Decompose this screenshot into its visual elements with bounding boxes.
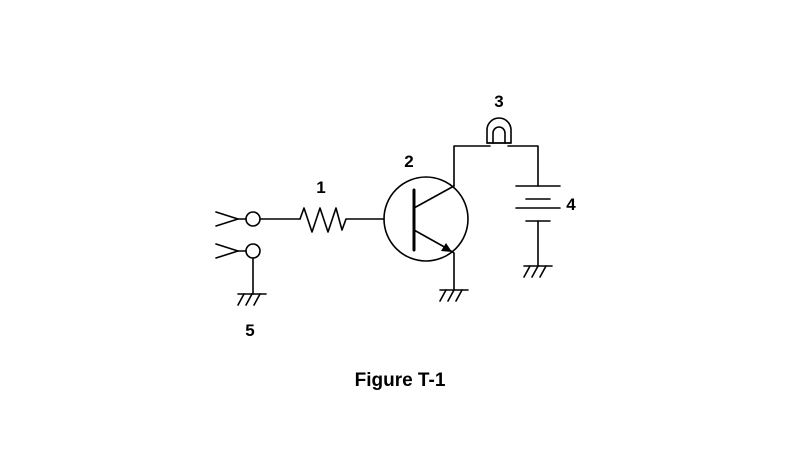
input-arrow-top-icon <box>215 211 239 227</box>
lamp-label: 3 <box>494 92 503 111</box>
ground-symbol-transistor <box>439 289 469 302</box>
ground-symbol-battery <box>523 265 553 278</box>
terminal-circle-bottom <box>245 243 261 259</box>
ground-label: 5 <box>245 321 254 340</box>
resistor <box>299 207 385 233</box>
transistor-label: 2 <box>404 152 413 171</box>
ground-symbol-input <box>237 293 267 306</box>
transistor-emitter <box>413 229 449 250</box>
input-terminal-top <box>215 211 301 227</box>
battery-label: 4 <box>566 195 576 214</box>
resistor-label: 1 <box>316 178 325 197</box>
input-terminal-bottom <box>215 243 261 295</box>
transistor <box>383 176 469 262</box>
transistor-collector <box>413 185 455 209</box>
input-arrow-bottom-icon <box>215 243 239 259</box>
lamp <box>486 117 512 144</box>
terminal-circle-top <box>245 211 261 227</box>
battery <box>515 185 561 267</box>
figure-caption: Figure T-1 <box>355 370 446 391</box>
